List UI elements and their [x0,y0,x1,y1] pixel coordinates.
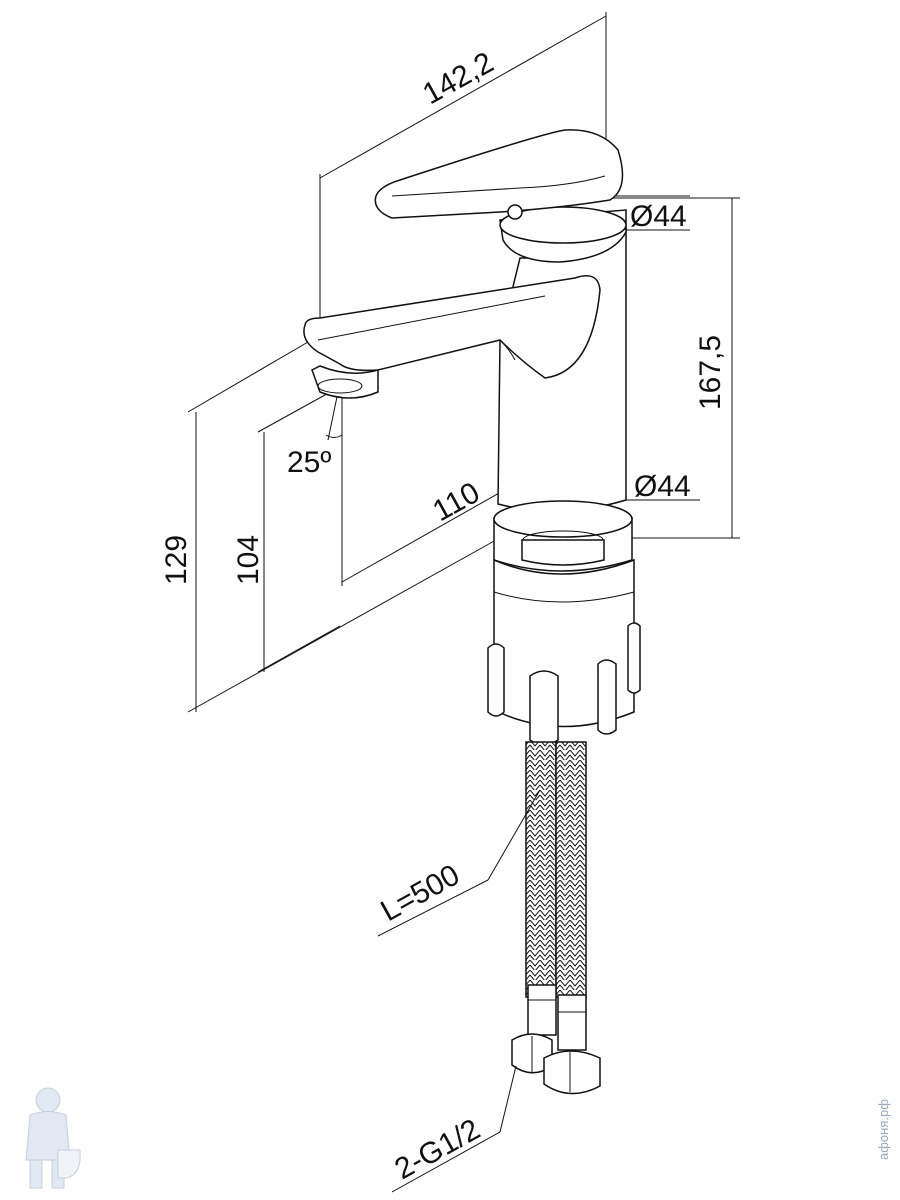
aerator [311,365,379,399]
plumber-mascot-icon [25,1087,81,1189]
dimension-total-length-label: 142,2 [417,46,499,111]
label-hose-length: L=500 [375,789,541,937]
mounting-assembly [487,500,641,746]
union-nut-right [543,1050,601,1095]
dimension-base-diameter-label: Ø44 [634,470,691,503]
label-connection: 2-G1/2 [389,1065,517,1193]
dimension-total-height-label: 129 [160,535,193,585]
dimension-total-height: 129 [160,341,497,713]
dimension-top-diameter-label: Ø44 [630,200,687,233]
watermark-site: афоня.рф [876,1099,891,1160]
hose-left [525,741,557,998]
lever-handle [374,129,624,219]
faucet-body [303,129,627,512]
dimension-spout-reach-label: 110 [427,476,485,528]
dimension-body-height-label: 167,5 [694,335,727,410]
spout [303,275,601,379]
hose-length-text: L=500 [375,858,465,928]
dimension-body-height: 167,5 [606,197,740,539]
dimension-spout-height: 104 [232,389,341,673]
connection-text: 2-G1/2 [389,1113,485,1186]
flexible-hoses [511,741,601,1095]
dimension-aerator-angle: 25º [287,391,343,479]
dimension-aerator-angle-label: 25º [287,446,331,479]
hose-right [555,741,587,998]
dimension-spout-height-label: 104 [232,535,265,585]
